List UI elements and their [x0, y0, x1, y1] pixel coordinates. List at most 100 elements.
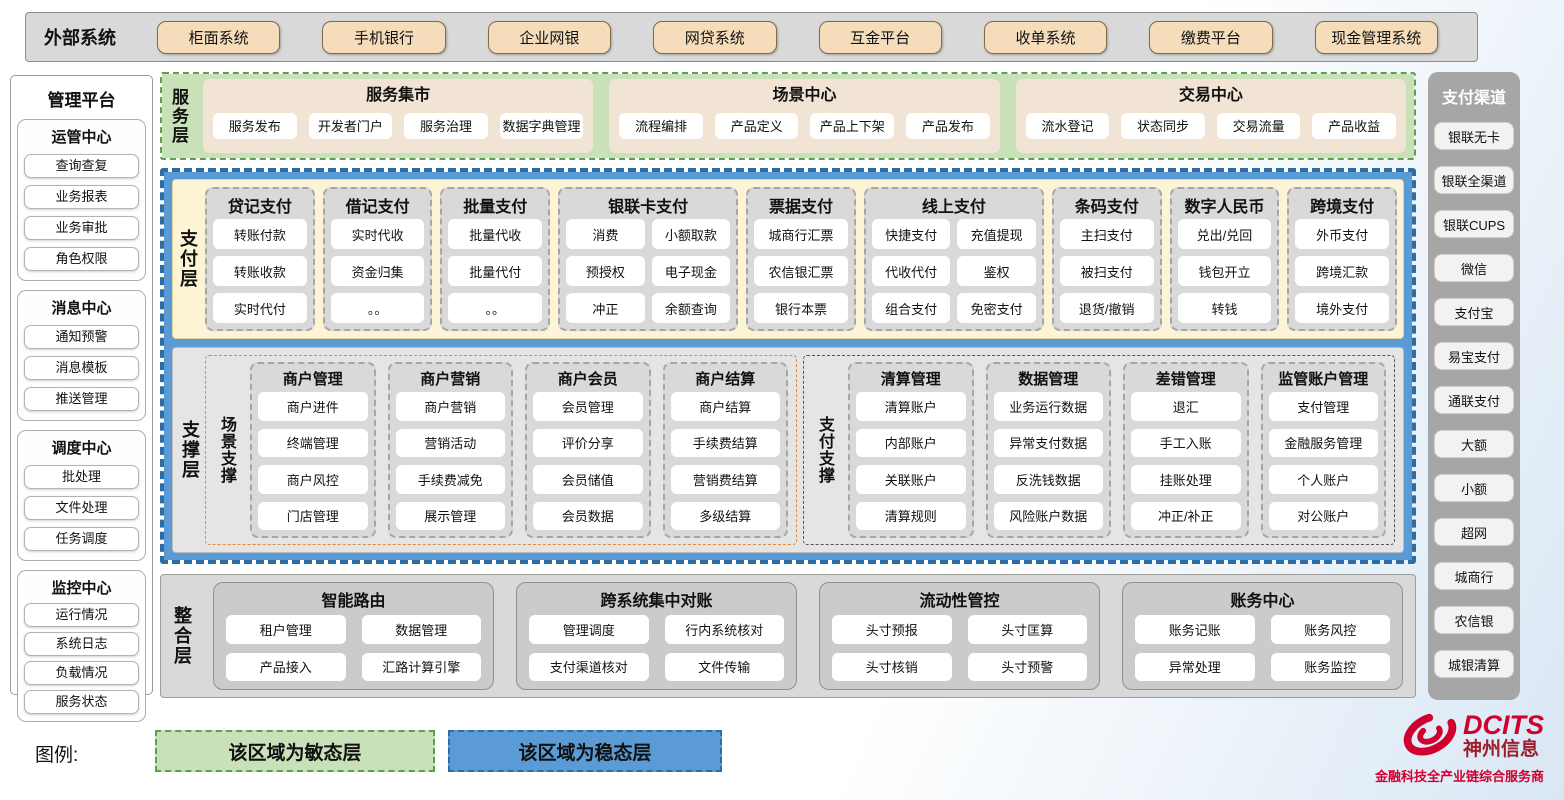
service-group-title: 场景中心 [772, 87, 837, 104]
payment-item: 被扫支付 [1059, 256, 1154, 286]
support-column-clearing: 清算管理 清算账户 内部账户 关联账户 清算规则 [848, 362, 974, 538]
service-item: 产品发布 [906, 112, 990, 139]
service-item: 开发者门户 [308, 112, 393, 139]
integration-group-title: 账务中心 [1230, 593, 1295, 610]
integration-item: 支付渠道核对 [529, 652, 649, 681]
support-item: 异常支付数据 [993, 428, 1103, 457]
payment-column-title: 跨境支付 [1310, 199, 1375, 216]
support-column-title: 监管账户管理 [1278, 371, 1369, 388]
channel-item: 微信 [1434, 254, 1514, 282]
support-column-title: 清算管理 [880, 371, 941, 388]
support-item: 内部账户 [856, 428, 966, 457]
support-column-error: 差错管理 退汇 手工入账 挂账处理 冲正/补正 [1123, 362, 1249, 538]
channel-item: 银联无卡 [1434, 122, 1514, 150]
payment-item: 转账付款 [213, 219, 307, 249]
channel-item: 大额 [1434, 430, 1514, 458]
support-item: 业务运行数据 [993, 392, 1103, 421]
payment-item: 转钱 [1177, 293, 1272, 323]
payment-column-online: 线上支付 快捷支付 充值提现 代收代付 鉴权 组合支付 免密支付 [863, 187, 1044, 331]
service-item: 服务治理 [404, 112, 488, 139]
logo-tagline: 金融科技全产业链综合服务商 [1374, 769, 1544, 784]
payment-column-title: 条码支付 [1074, 199, 1139, 216]
support-item: 风险账户数据 [993, 501, 1103, 530]
support-item: 展示管理 [395, 501, 505, 530]
integration-item: 头寸预报 [832, 615, 952, 644]
service-group-title: 交易中心 [1178, 87, 1243, 104]
support-item: 手工入账 [1131, 428, 1241, 457]
external-system: 互金平台 [818, 20, 942, 54]
payment-item: 实时代付 [213, 293, 307, 323]
sidebar-item: 业务审批 [24, 216, 139, 240]
payment-item: 消费 [566, 219, 645, 249]
integration-item: 管理调度 [529, 615, 649, 644]
payment-item: 电子现金 [651, 256, 731, 286]
external-system: 现金管理系统 [1314, 20, 1438, 54]
sidebar-group-title: 调度中心 [51, 440, 112, 457]
support-item: 营销费结算 [670, 465, 780, 494]
payment-item: 实时代收 [330, 219, 425, 249]
payment-column-crossborder: 跨境支付 外币支付 跨境汇款 境外支付 [1287, 187, 1398, 331]
payment-item: 小额取款 [651, 219, 731, 249]
sidebar-item: 批处理 [24, 465, 139, 489]
sidebar-item: 推送管理 [24, 387, 139, 411]
support-item: 终端管理 [258, 428, 368, 457]
payment-layer: 支付层 贷记支付 转账付款 转账收款 实时代付 借记支付 实时代收 资金归集 。… [172, 179, 1404, 339]
support-item: 门店管理 [258, 501, 368, 530]
support-item: 退汇 [1131, 392, 1241, 421]
legend-label: 图例: [35, 745, 79, 766]
channel-item: 小额 [1434, 474, 1514, 502]
support-item: 会员储值 [533, 465, 643, 494]
support-column-title: 商户会员 [557, 371, 618, 388]
channel-item: 银联CUPS [1434, 210, 1514, 238]
payment-item: 快捷支付 [871, 219, 951, 249]
payment-item: 钱包开立 [1177, 256, 1272, 286]
support-item: 商户结算 [670, 392, 780, 421]
channel-item: 城商行 [1434, 562, 1514, 590]
dcits-swirl-icon [1401, 710, 1459, 763]
payment-column-digital-rmb: 数字人民币 兑出/兑回 钱包开立 转钱 [1169, 187, 1280, 331]
payment-column-title: 批量支付 [463, 199, 528, 216]
integration-item: 异常处理 [1135, 652, 1255, 681]
integration-layer: 整合层 智能路由 租户管理 数据管理 产品接入 汇路计算引擎 跨系统集中对账 管… [160, 574, 1416, 698]
channel-item: 超网 [1434, 518, 1514, 546]
sidebar-group-title: 消息中心 [51, 300, 112, 317]
integration-group-title: 跨系统集中对账 [600, 593, 713, 610]
legend-stable-layer: 该区域为稳态层 [448, 730, 722, 772]
service-item: 产品收益 [1312, 112, 1396, 139]
payment-column-unionpay-card: 银联卡支付 消费 小额取款 预授权 电子现金 冲正 余额查询 [558, 187, 739, 331]
integration-group-reconciliation: 跨系统集中对账 管理调度 行内系统核对 支付渠道核对 文件传输 [516, 582, 797, 690]
payment-item: 鉴权 [957, 256, 1036, 286]
integration-item: 头寸预警 [967, 652, 1087, 681]
support-item: 冲正/补正 [1131, 501, 1241, 530]
payment-item: 组合支付 [871, 293, 951, 323]
support-column-title: 商户营销 [420, 371, 481, 388]
service-item: 服务发布 [213, 112, 297, 139]
payment-column-title: 借记支付 [345, 199, 410, 216]
integration-item: 数据管理 [361, 615, 481, 644]
legend-agile-layer: 该区域为敏态层 [155, 730, 435, 772]
payment-channels-title: 支付渠道 [1441, 90, 1506, 107]
support-item: 会员数据 [533, 501, 643, 530]
external-system: 柜面系统 [157, 20, 281, 54]
integration-item: 头寸匡算 [967, 615, 1087, 644]
sidebar-group-title: 运管中心 [51, 129, 112, 146]
payment-item: 外币支付 [1295, 219, 1390, 249]
payment-column-title: 数字人民币 [1184, 199, 1265, 216]
payment-item: 境外支付 [1295, 293, 1390, 323]
sidebar-group-title: 监控中心 [51, 580, 112, 597]
sidebar-group-operations: 运管中心 查询查复 业务报表 业务审批 角色权限 [17, 119, 146, 281]
service-item: 数据字典管理 [499, 112, 584, 139]
payment-support-section: 支付支撑 清算管理 清算账户 内部账户 关联账户 清算规则 数据管理 [803, 355, 1395, 545]
service-item: 流水登记 [1025, 112, 1110, 139]
channel-item: 城银清算 [1434, 650, 1514, 678]
integration-layer-label: 整合层 [172, 606, 192, 666]
sidebar-item: 负载情况 [24, 661, 139, 685]
sidebar-item: 系统日志 [24, 632, 139, 656]
support-column-title: 商户管理 [282, 371, 343, 388]
main-layers: 服务层 服务集市 服务发布 开发者门户 服务治理 数据字典管理 场景中心 流程编… [160, 72, 1416, 698]
sidebar-item: 文件处理 [24, 496, 139, 520]
support-item: 手续费减免 [395, 465, 505, 494]
support-item: 关联账户 [856, 465, 966, 494]
service-item: 流程编排 [619, 112, 703, 139]
support-item: 评价分享 [533, 428, 643, 457]
